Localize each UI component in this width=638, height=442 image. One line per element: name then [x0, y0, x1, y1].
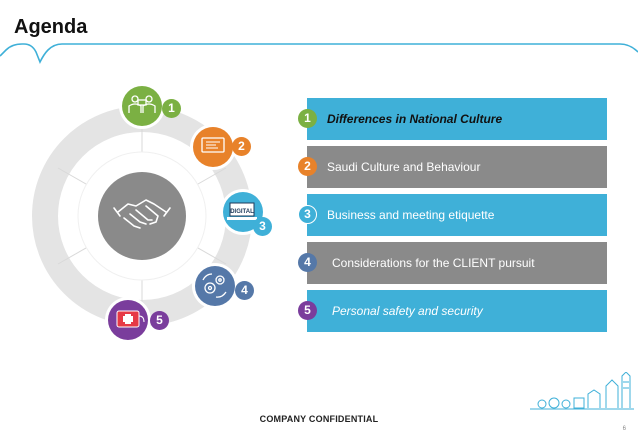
flag-icon [201, 137, 225, 153]
svg-text:DIGITAL: DIGITAL [230, 209, 254, 215]
agenda-label-4: Considerations for the CLIENT pursuit [332, 256, 535, 270]
agenda-label-2: Saudi Culture and Behaviour [327, 160, 481, 174]
agenda-label-1: Differences in National Culture [327, 112, 503, 126]
first-aid-kit-icon [116, 310, 145, 328]
footer-confidential: COMPANY CONFIDENTIAL [259, 414, 379, 424]
agenda-item-5[interactable]: 5 Personal safety and security [298, 290, 607, 332]
agenda-bullet-1: 1 [298, 109, 317, 128]
agenda-bullet-3: 3 [298, 205, 317, 224]
agenda-bullet-2: 2 [298, 157, 317, 176]
agenda-item-2[interactable]: 2 Saudi Culture and Behaviour [298, 146, 607, 188]
header-divider [0, 43, 638, 64]
agenda-bullet-4: 4 [298, 253, 317, 272]
page-number: 6 [622, 426, 626, 432]
laptop-digital-icon: DIGITAL [227, 202, 257, 220]
agenda-label-5: Personal safety and security [332, 304, 483, 318]
agenda-bullet-5: 5 [298, 301, 317, 320]
agenda-label-3: Business and meeting etiquette [327, 208, 495, 222]
handshake-icon [113, 199, 171, 229]
gears-icon [202, 273, 227, 298]
agenda-item-3[interactable]: 3 Business and meeting etiquette [298, 194, 607, 236]
wheel-badge-4: 4 [235, 281, 254, 300]
agenda-item-1[interactable]: 1 Differences in National Culture [298, 98, 607, 140]
wheel-badge-2: 2 [232, 137, 251, 156]
people-icon [128, 95, 156, 113]
skyline-illustration [530, 372, 634, 410]
page-title: Agenda [14, 16, 88, 38]
wheel-badge-5: 5 [150, 311, 169, 330]
agenda-item-4[interactable]: 4 Considerations for the CLIENT pursuit [298, 242, 607, 284]
wheel-badge-3: 3 [253, 217, 272, 236]
wheel-badge-1: 1 [162, 99, 181, 118]
